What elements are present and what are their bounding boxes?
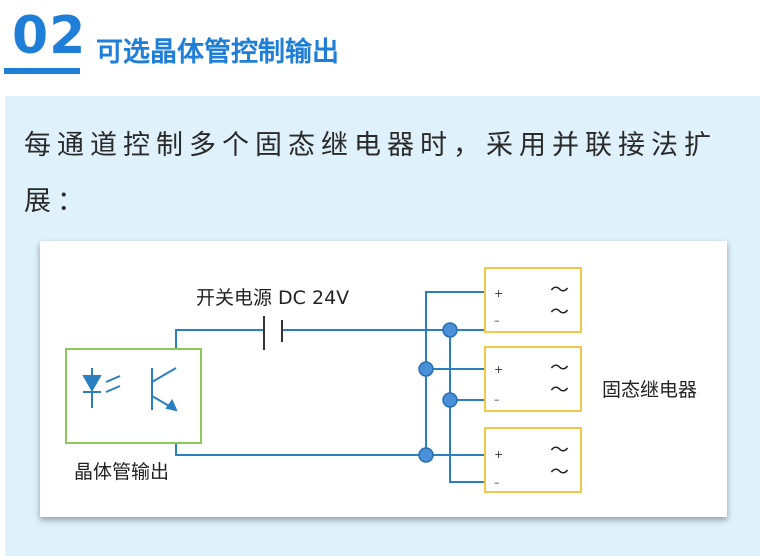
- wires: [175, 291, 485, 483]
- intro-text: 每通道控制多个固态继电器时，采用并联接法扩展：: [24, 130, 717, 217]
- ac-symbol: ～: [550, 379, 569, 401]
- junctions: [418, 322, 458, 463]
- section-number-underline: [4, 68, 80, 74]
- minus-terminal-label: –: [494, 476, 500, 489]
- plus-terminal-label: +: [494, 287, 503, 300]
- section-header: 02 可选晶体管控制输出: [0, 0, 765, 90]
- plus-terminal-label: +: [494, 448, 503, 461]
- junction-dot: [418, 361, 434, 377]
- section-number: 02: [12, 6, 87, 66]
- relay-1: + – ～ ～: [484, 267, 582, 333]
- ac-symbol: ～: [550, 279, 569, 301]
- junction-dot: [442, 392, 458, 408]
- plus-terminal-label: +: [494, 363, 503, 376]
- solid-state-relay-label: 固态继电器: [602, 379, 697, 401]
- positive-bus-wire: [425, 291, 485, 455]
- ac-symbol: ～: [550, 439, 569, 461]
- relay-3: + – ～ ～: [484, 427, 582, 493]
- optocoupler-symbol: [82, 367, 178, 412]
- junction-dot: [418, 447, 434, 463]
- transistor-output-box: [65, 348, 202, 444]
- minus-terminal-label: –: [494, 393, 500, 406]
- transistor-output-label: 晶体管输出: [74, 461, 169, 483]
- ac-symbol: ～: [550, 357, 569, 379]
- emitter-wire: [175, 410, 426, 456]
- junction-dot: [442, 322, 458, 338]
- ac-symbol: ～: [550, 461, 569, 483]
- section-title: 可选晶体管控制输出: [96, 37, 339, 68]
- negative-bus-wire: [449, 330, 485, 483]
- battery-symbol: [263, 316, 283, 350]
- ac-symbol: ～: [550, 301, 569, 323]
- relay-2: + – ～ ～: [484, 346, 582, 412]
- minus-terminal-label: –: [494, 314, 500, 327]
- power-supply-label: 开关电源 DC 24V: [196, 287, 349, 309]
